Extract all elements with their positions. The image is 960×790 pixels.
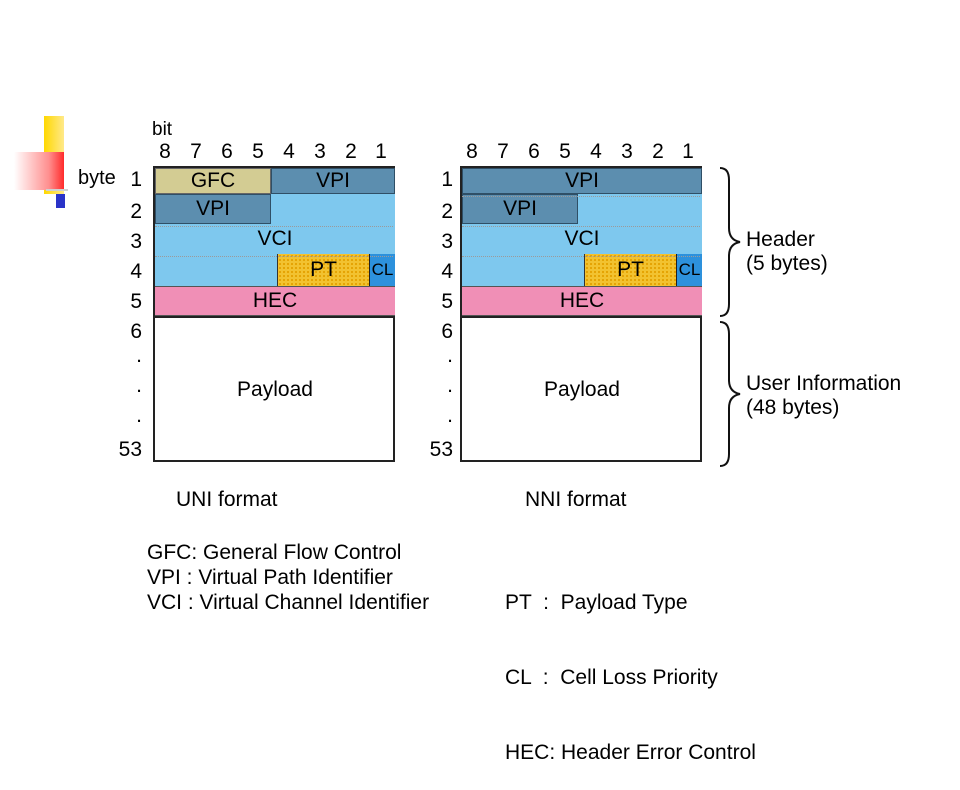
header-brace-icon bbox=[719, 167, 741, 317]
byte-label: byte bbox=[78, 167, 116, 189]
vci-field-part bbox=[155, 254, 277, 286]
bit-number: 8 bbox=[466, 140, 478, 163]
bit-number: 4 bbox=[590, 140, 602, 163]
row-number: 4 bbox=[130, 260, 142, 283]
row-number: 53 bbox=[118, 438, 142, 461]
row-divider bbox=[155, 256, 393, 257]
legend-item: VCI : Virtual Channel Identifier bbox=[147, 591, 430, 614]
bit-number: 8 bbox=[159, 140, 171, 163]
bit-number: 6 bbox=[221, 140, 233, 163]
bit-label: bit bbox=[152, 119, 173, 140]
hec-field: HEC bbox=[462, 286, 702, 316]
row-divider bbox=[462, 196, 700, 197]
legend-item: GFC: General Flow Control bbox=[147, 541, 402, 564]
user-info-label-title: User Information bbox=[746, 372, 902, 395]
vpi-field: VPI bbox=[271, 168, 395, 194]
row-dots: . bbox=[136, 404, 142, 427]
vci-field-part bbox=[271, 194, 395, 224]
header-label-size: (5 bytes) bbox=[746, 252, 828, 275]
bit-number: 6 bbox=[528, 140, 540, 163]
row-number: 3 bbox=[441, 230, 453, 253]
bit-number: 2 bbox=[345, 140, 357, 163]
slide-decoration-blue bbox=[56, 194, 65, 208]
user-info-label-size: (48 bytes) bbox=[746, 396, 840, 419]
vci-field: VCI bbox=[155, 224, 395, 254]
row-number: 6 bbox=[441, 320, 453, 343]
row-divider bbox=[462, 256, 700, 257]
uni-cell-grid: GFC VPI VPI VCI PT CL HEC Payload bbox=[153, 166, 395, 462]
bit-number: 5 bbox=[252, 140, 264, 163]
payload-field: Payload bbox=[155, 316, 395, 462]
nni-format-caption: NNI format bbox=[525, 488, 627, 511]
bit-number: 1 bbox=[375, 140, 387, 163]
slide-decoration-red bbox=[14, 152, 64, 190]
cl-field: CL bbox=[676, 254, 702, 286]
row-divider bbox=[155, 226, 393, 227]
row-number: 5 bbox=[441, 290, 453, 313]
payload-field: Payload bbox=[462, 316, 702, 462]
bit-number: 5 bbox=[559, 140, 571, 163]
legend-item: HEC: Header Error Control bbox=[505, 741, 756, 764]
user-info-brace-icon bbox=[719, 321, 741, 467]
row-dots: . bbox=[447, 404, 453, 427]
bit-number: 1 bbox=[682, 140, 694, 163]
row-number: 4 bbox=[441, 260, 453, 283]
vci-field: VCI bbox=[462, 224, 702, 254]
nni-cell-grid: VPI VPI VCI PT CL HEC Payload bbox=[460, 166, 702, 462]
header-label-title: Header bbox=[746, 228, 815, 251]
legend-left: GFC: General Flow Control VPI : Virtual … bbox=[147, 540, 429, 615]
vpi-field: VPI bbox=[462, 168, 702, 194]
vci-field-part bbox=[462, 254, 584, 286]
pt-field: PT bbox=[584, 254, 676, 286]
row-number: 1 bbox=[441, 168, 453, 191]
bit-number: 2 bbox=[652, 140, 664, 163]
row-dots: . bbox=[136, 374, 142, 397]
vpi-field: VPI bbox=[155, 194, 271, 224]
vci-field-part bbox=[578, 194, 702, 224]
bit-number: 7 bbox=[190, 140, 202, 163]
gfc-field: GFC bbox=[155, 168, 271, 194]
row-number: 6 bbox=[130, 320, 142, 343]
bit-number: 4 bbox=[283, 140, 295, 163]
pt-field: PT bbox=[277, 254, 369, 286]
row-number: 3 bbox=[130, 230, 142, 253]
legend-item: CL : Cell Loss Priority bbox=[505, 666, 718, 689]
row-dots: . bbox=[447, 344, 453, 367]
bit-number: 7 bbox=[497, 140, 509, 163]
row-number: 5 bbox=[130, 290, 142, 313]
vpi-field: VPI bbox=[462, 194, 578, 224]
row-number: 2 bbox=[130, 200, 142, 223]
hec-field: HEC bbox=[155, 286, 395, 316]
user-info-label: User Information (48 bytes) bbox=[746, 372, 901, 420]
row-dots: . bbox=[136, 344, 142, 367]
legend-item: PT : Payload Type bbox=[505, 591, 688, 614]
bit-number: 3 bbox=[314, 140, 326, 163]
uni-format-caption: UNI format bbox=[176, 488, 278, 511]
legend-right: PT : Payload Type CL : Cell Loss Priorit… bbox=[505, 540, 756, 790]
row-number: 53 bbox=[429, 438, 453, 461]
bit-number: 3 bbox=[621, 140, 633, 163]
row-dots: . bbox=[447, 374, 453, 397]
row-number: 2 bbox=[441, 200, 453, 223]
slide-decoration-line bbox=[46, 189, 68, 191]
row-divider bbox=[462, 226, 700, 227]
row-number: 1 bbox=[130, 168, 142, 191]
cl-field: CL bbox=[369, 254, 395, 286]
legend-item: VPI : Virtual Path Identifier bbox=[147, 566, 393, 589]
header-label: Header (5 bytes) bbox=[746, 228, 828, 276]
